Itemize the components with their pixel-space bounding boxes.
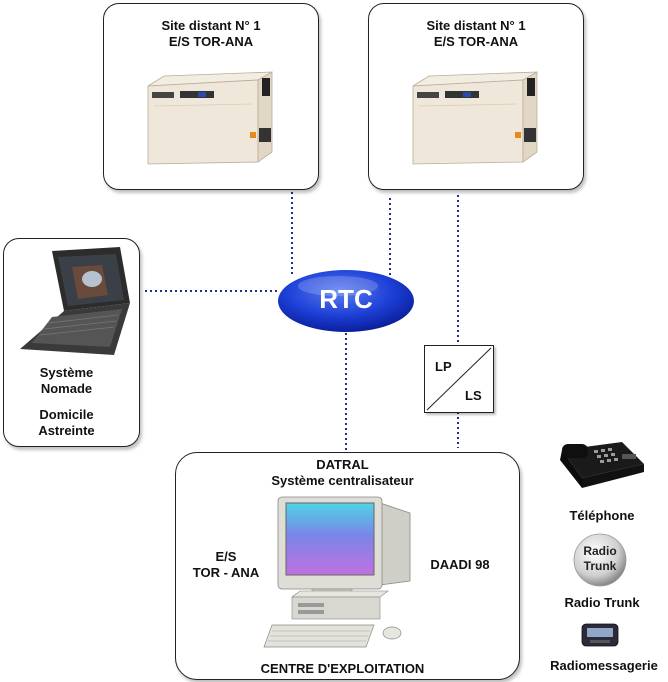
telephone-icon — [560, 442, 644, 488]
operations-centre: DATRAL Système centralisateur E/S TOR - … — [175, 452, 520, 680]
radio-trunk-label: Radio Trunk — [564, 595, 640, 610]
nomad-label-1: Système — [39, 365, 94, 380]
nomad-label-4: Astreinte — [38, 423, 95, 438]
centre-footer: CENTRE D'EXPLOITATION — [260, 661, 425, 676]
centre-title: DATRAL — [316, 457, 369, 472]
rtc-label: RTC — [319, 284, 373, 314]
remote-io-unit-icon — [147, 71, 273, 165]
laptop-icon — [20, 247, 130, 355]
modem-ls-label: LS — [465, 388, 482, 403]
centre-daadi-label: DAADI 98 — [430, 557, 490, 572]
remote-io-unit-icon — [412, 71, 538, 165]
centre-io-label-2: TOR - ANA — [192, 565, 260, 580]
modem-lp-label: LP — [435, 359, 452, 374]
nomad-label-3: Domicile — [39, 407, 94, 422]
telephone-label: Téléphone — [569, 508, 635, 523]
remote-site-2: Site distant N° 1 E/S TOR-ANA — [368, 3, 584, 190]
radio-trunk-badge-icon — [573, 533, 627, 587]
computer-icon — [263, 496, 411, 648]
site1-subtitle: E/S TOR-ANA — [168, 34, 254, 49]
rtc-network-cloud — [278, 270, 414, 332]
site2-subtitle: E/S TOR-ANA — [433, 34, 519, 49]
site2-title: Site distant N° 1 — [426, 18, 526, 33]
centre-subtitle: Système centralisateur — [271, 473, 414, 488]
radio-badge-text: Radio Trunk — [572, 544, 628, 574]
site1-title: Site distant N° 1 — [161, 18, 261, 33]
radio-badge-line1: Radio — [583, 544, 617, 558]
pager-icon — [581, 623, 619, 647]
radio-badge-line2: Trunk — [583, 559, 617, 573]
centre-io-label-1: E/S — [215, 549, 237, 564]
lp-ls-modem: LP LS — [424, 345, 494, 413]
pager-label: Radiomessagerie — [550, 658, 658, 673]
modem-diagonal — [426, 347, 492, 411]
nomad-label-2: Nomade — [40, 381, 93, 396]
nomad-system: Système Nomade Domicile Astreinte — [3, 238, 140, 447]
remote-site-1: Site distant N° 1 E/S TOR-ANA — [103, 3, 319, 190]
